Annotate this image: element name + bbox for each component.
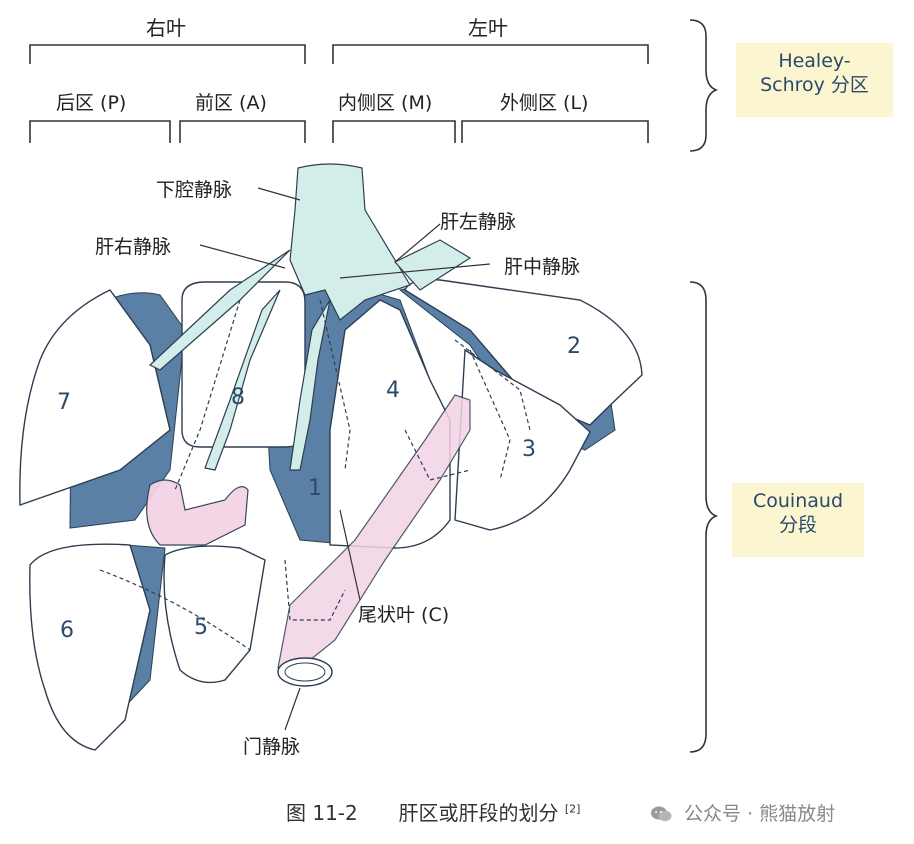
middle-hepatic-vein-label: 肝中静脉: [504, 256, 581, 278]
couinaud-line1: Couinaud: [753, 490, 843, 512]
segment-boundaries: [99, 299, 531, 651]
left-lobe-title: 左叶: [468, 16, 508, 40]
healey-line2: Schroy 分区: [760, 74, 869, 96]
watermark-text: 公众号 · 熊猫放射: [684, 803, 836, 825]
portal-vein-label: 门静脉: [243, 736, 301, 758]
left-hepatic-vein-label: 肝左静脉: [440, 211, 517, 233]
right-lobe-title: 右叶: [146, 16, 186, 40]
zone-lateral-label: 外侧区 (L): [500, 92, 589, 114]
segment-3-shape: [454, 348, 591, 531]
zone-medial-label: 内侧区 (M): [338, 92, 433, 114]
segment-8-number: 8: [231, 385, 245, 410]
posterior-bracket: [29, 120, 171, 143]
segment-4-number: 4: [386, 378, 400, 403]
watermark: 公众号 · 熊猫放射: [650, 799, 835, 826]
segment-2-number: 2: [567, 334, 581, 359]
zone-anterior-label: 前区 (A): [195, 92, 267, 114]
zone-posterior-label: 后区 (P): [56, 92, 127, 114]
right-hepatic-vein-label: 肝右静脉: [95, 236, 172, 258]
medial-bracket: [332, 120, 456, 143]
couinaud-line2: 分段: [778, 514, 817, 536]
lateral-bracket: [461, 120, 649, 143]
anterior-bracket: [179, 120, 306, 143]
segment-3-number: 3: [522, 437, 536, 462]
segment-5-number: 5: [194, 615, 208, 640]
segment-1-number: 1: [308, 476, 322, 501]
figure-title: 肝区或肝段的划分: [398, 801, 559, 825]
wechat-icon: [650, 805, 672, 823]
caudate-lobe-label: 尾状叶 (C): [358, 604, 450, 626]
ivc-and-hepatic-veins: [148, 163, 472, 471]
segment-6-number: 6: [60, 618, 74, 643]
ivc-label: 下腔静脉: [156, 179, 233, 201]
healey-line1: Healey-: [778, 50, 851, 72]
couinaud-brace: [689, 281, 719, 753]
right-lobe-bracket: [29, 44, 306, 64]
healey-schroy-box: Healey- Schroy 分区: [736, 43, 893, 117]
segment-7-shape: [19, 289, 171, 506]
segment-5-shape: [163, 545, 266, 684]
left-lobe-bracket: [332, 44, 649, 64]
couinaud-box: Couinaud 分段: [732, 483, 864, 557]
segment-7-number: 7: [57, 390, 71, 415]
leader-lines: [199, 187, 491, 731]
healey-brace: [689, 19, 719, 152]
figure-number: 图 11-2: [286, 801, 358, 825]
lobe-brackets: [29, 44, 649, 143]
figure-caption: 图 11-2 肝区或肝段的划分 [2]: [286, 797, 580, 826]
segment-6-shape: [29, 543, 151, 751]
figure-ref: [2]: [564, 802, 581, 816]
